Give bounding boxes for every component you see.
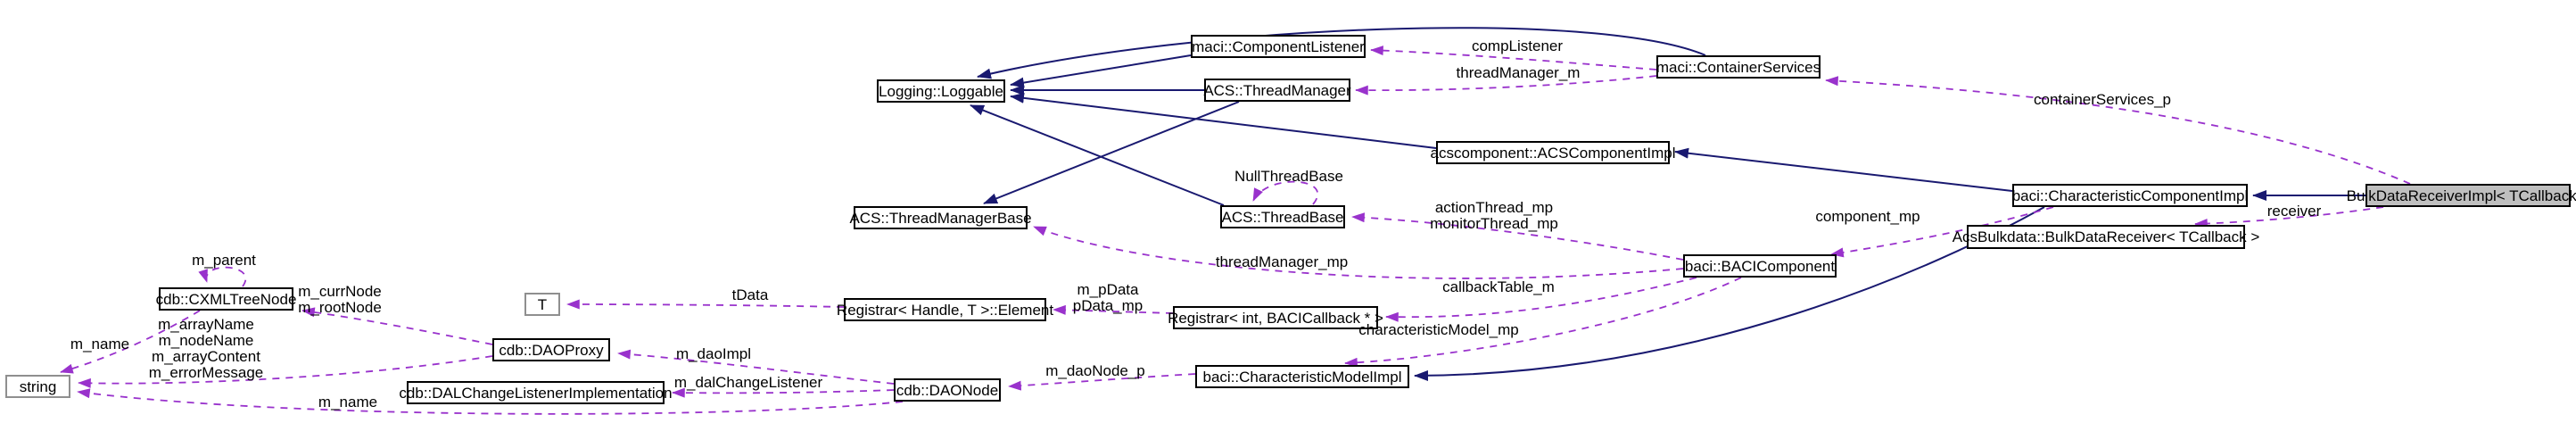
edge-label-line: m_daoImpl: [675, 345, 752, 362]
node-containerservices[interactable]: maci::ContainerServices: [1656, 55, 1821, 79]
edge-label-use-regelement-t: tData: [732, 287, 769, 303]
edge-label-use-containerservices-componentlistener: compListener: [1472, 38, 1563, 54]
edge-label-line: component_mp: [1815, 208, 1920, 225]
edge-inh-threadbase-loggable: [970, 104, 1225, 206]
edge-label-line: m_nodeName: [158, 332, 254, 349]
node-loggable[interactable]: Logging::Loggable: [877, 79, 1005, 103]
edge-label-line: containerServices_p: [2033, 91, 2172, 108]
node-cxmltreenode[interactable]: cdb::CXMLTreeNode: [156, 287, 296, 311]
edge-label-use-bacicomponent-regint: callbackTable_m: [1442, 279, 1555, 295]
edge-use-cxmltreenode-string: [60, 310, 201, 374]
edge-label-line: actionThread_mp: [1434, 199, 1554, 216]
edge-label-use-daonode-dalchangelistener: m_dalChangeListener: [674, 375, 822, 391]
edge-use-containerservices-threadmanager: [1355, 75, 1657, 95]
node-characteristiccomponentimpl[interactable]: baci::CharacteristicComponentImpl: [2012, 184, 2248, 207]
node-regelement[interactable]: Registrar< Handle, T >::Element: [837, 298, 1053, 321]
node-acsbulkdata[interactable]: AcsBulkdata::BulkDataReceiver< TCallback…: [1953, 225, 2259, 249]
edge-label-use-containerservices-threadmanager: threadManager_m: [1457, 65, 1581, 81]
edge-label-line: m_name: [70, 336, 130, 352]
edge-label-line: m_arrayName: [158, 316, 254, 333]
node-threadmanager[interactable]: ACS::ThreadManager: [1203, 79, 1351, 102]
edge-use-regint-regelement: [1053, 304, 1174, 315]
edge-label-line: pData_mp: [1072, 297, 1144, 314]
edge-use-bacicomponent-charmodelimpl: [1344, 277, 1742, 368]
node-threadmanagerbase[interactable]: ACS::ThreadManagerBase: [849, 206, 1032, 229]
edge-label-line: m_pData: [1077, 281, 1139, 298]
edge-label-use-bacicomponent-threadmanagerbase: threadManager_mp: [1216, 254, 1348, 270]
node-bacicomponent[interactable]: baci::BACIComponent: [1683, 254, 1837, 278]
node-acscomponentimpl[interactable]: acscomponent::ACSComponentImpl: [1431, 141, 1676, 164]
node-t: T: [524, 293, 560, 316]
node-componentlistener[interactable]: maci::ComponentListener: [1191, 35, 1366, 58]
edge-use-containerservices-componentlistener: [1370, 46, 1657, 70]
edge-label-line: m_rootNode: [298, 299, 382, 316]
edge-label-line: compListener: [1471, 37, 1564, 54]
edge-inh-acscomponentimpl-loggable: [1010, 92, 1437, 149]
edge-label-use-charcompimpl-bacicomponent: component_mp: [1815, 209, 1920, 225]
edge-inh-containerservices-loggable: [977, 27, 1706, 79]
edge-use-charcompimpl-bacicomponent: [1830, 206, 2054, 258]
edge-use-cxmltreenode-self: [198, 266, 246, 287]
edge-label-line: monitorThread_mp: [1430, 215, 1558, 232]
edge-use-bacicomponent-threadmanagerbase: [1033, 226, 1684, 279]
edge-label-line: NullThreadBase: [1234, 168, 1343, 185]
edge-inh-threadmanager-threadmanagerbase: [983, 101, 1240, 204]
edge-use-daoproxy-cxmltreenode: [301, 307, 493, 345]
node-daonode[interactable]: cdb::DAONode: [894, 378, 1001, 402]
edge-label-use-charmodelimpl-daonode: m_daoNode_p: [1045, 363, 1145, 379]
edge-use-charmodelimpl-daonode: [1008, 373, 1196, 391]
edge-label-line: receiver: [2266, 203, 2322, 220]
edge-label-line: tData: [731, 286, 769, 303]
edge-label-line: threadManager_m: [1456, 64, 1581, 81]
edge-label-line: threadManager_mp: [1215, 253, 1349, 270]
edge-label-line: callbackTable_m: [1442, 278, 1555, 295]
node-string: string: [5, 375, 70, 398]
edge-use-daoproxy-string: [78, 355, 493, 388]
edge-label-use-cxmltreenode-self: m_parent: [192, 253, 256, 269]
edge-use-threadbase-self: [1252, 180, 1319, 205]
node-daoproxy[interactable]: cdb::DAOProxy: [492, 338, 610, 361]
edge-label-line: m_errorMessage: [148, 364, 264, 381]
node-characteristicmodelimpl[interactable]: baci::CharacteristicModelImpl: [1195, 365, 1409, 388]
edge-label-line: characteristicModel_mp: [1358, 321, 1519, 338]
node-threadbase[interactable]: ACS::ThreadBase: [1220, 205, 1345, 228]
edge-label-line: m_parent: [192, 252, 256, 269]
edge-use-regelement-t: [566, 299, 845, 310]
edge-use-bacicomponent-threadbase: [1351, 212, 1684, 261]
edge-inh-componentlistener-loggable: [1010, 54, 1192, 88]
edge-label-use-threadbase-self: NullThreadBase: [1234, 169, 1343, 185]
edge-inh-charcompimpl-acscomponentimpl: [1674, 147, 2013, 192]
edge-label-use-bulkdatareceiverimpl-acsbulkdata: receiver: [2267, 203, 2321, 220]
edge-label-line: m_arrayContent: [152, 348, 260, 365]
edge-label-use-daonode-string: m_name: [318, 394, 377, 411]
node-dalchangelistener[interactable]: cdb::DALChangeListenerImplementation: [399, 381, 673, 404]
edge-use-daonode-daoproxy: [617, 349, 895, 385]
edge-label-use-bacicomponent-charmodelimpl: characteristicModel_mp: [1358, 322, 1519, 338]
edge-label-line: m_name: [318, 394, 378, 411]
edge-label-use-daonode-daoproxy: m_daoImpl: [676, 346, 751, 362]
edge-use-daonode-dalchangelistener: [672, 387, 895, 398]
node-regint[interactable]: Registrar< int, BACICallback * >: [1168, 306, 1383, 329]
edge-label-use-bulkdatareceiverimpl-containerservices: containerServices_p: [2034, 92, 2171, 108]
edge-label-line: m_dalChangeListener: [673, 374, 823, 391]
edge-label-use-cxmltreenode-string: m_name: [70, 336, 129, 352]
node-bulkdatareceiverimpl: BulkDataReceiverImpl< TCallback >: [2347, 184, 2576, 207]
edge-label-line: m_currNode: [298, 283, 382, 300]
edge-label-line: m_daoNode_p: [1045, 362, 1145, 379]
edge-use-bulkdatareceiverimpl-acsbulkdata: [2194, 206, 2384, 229]
